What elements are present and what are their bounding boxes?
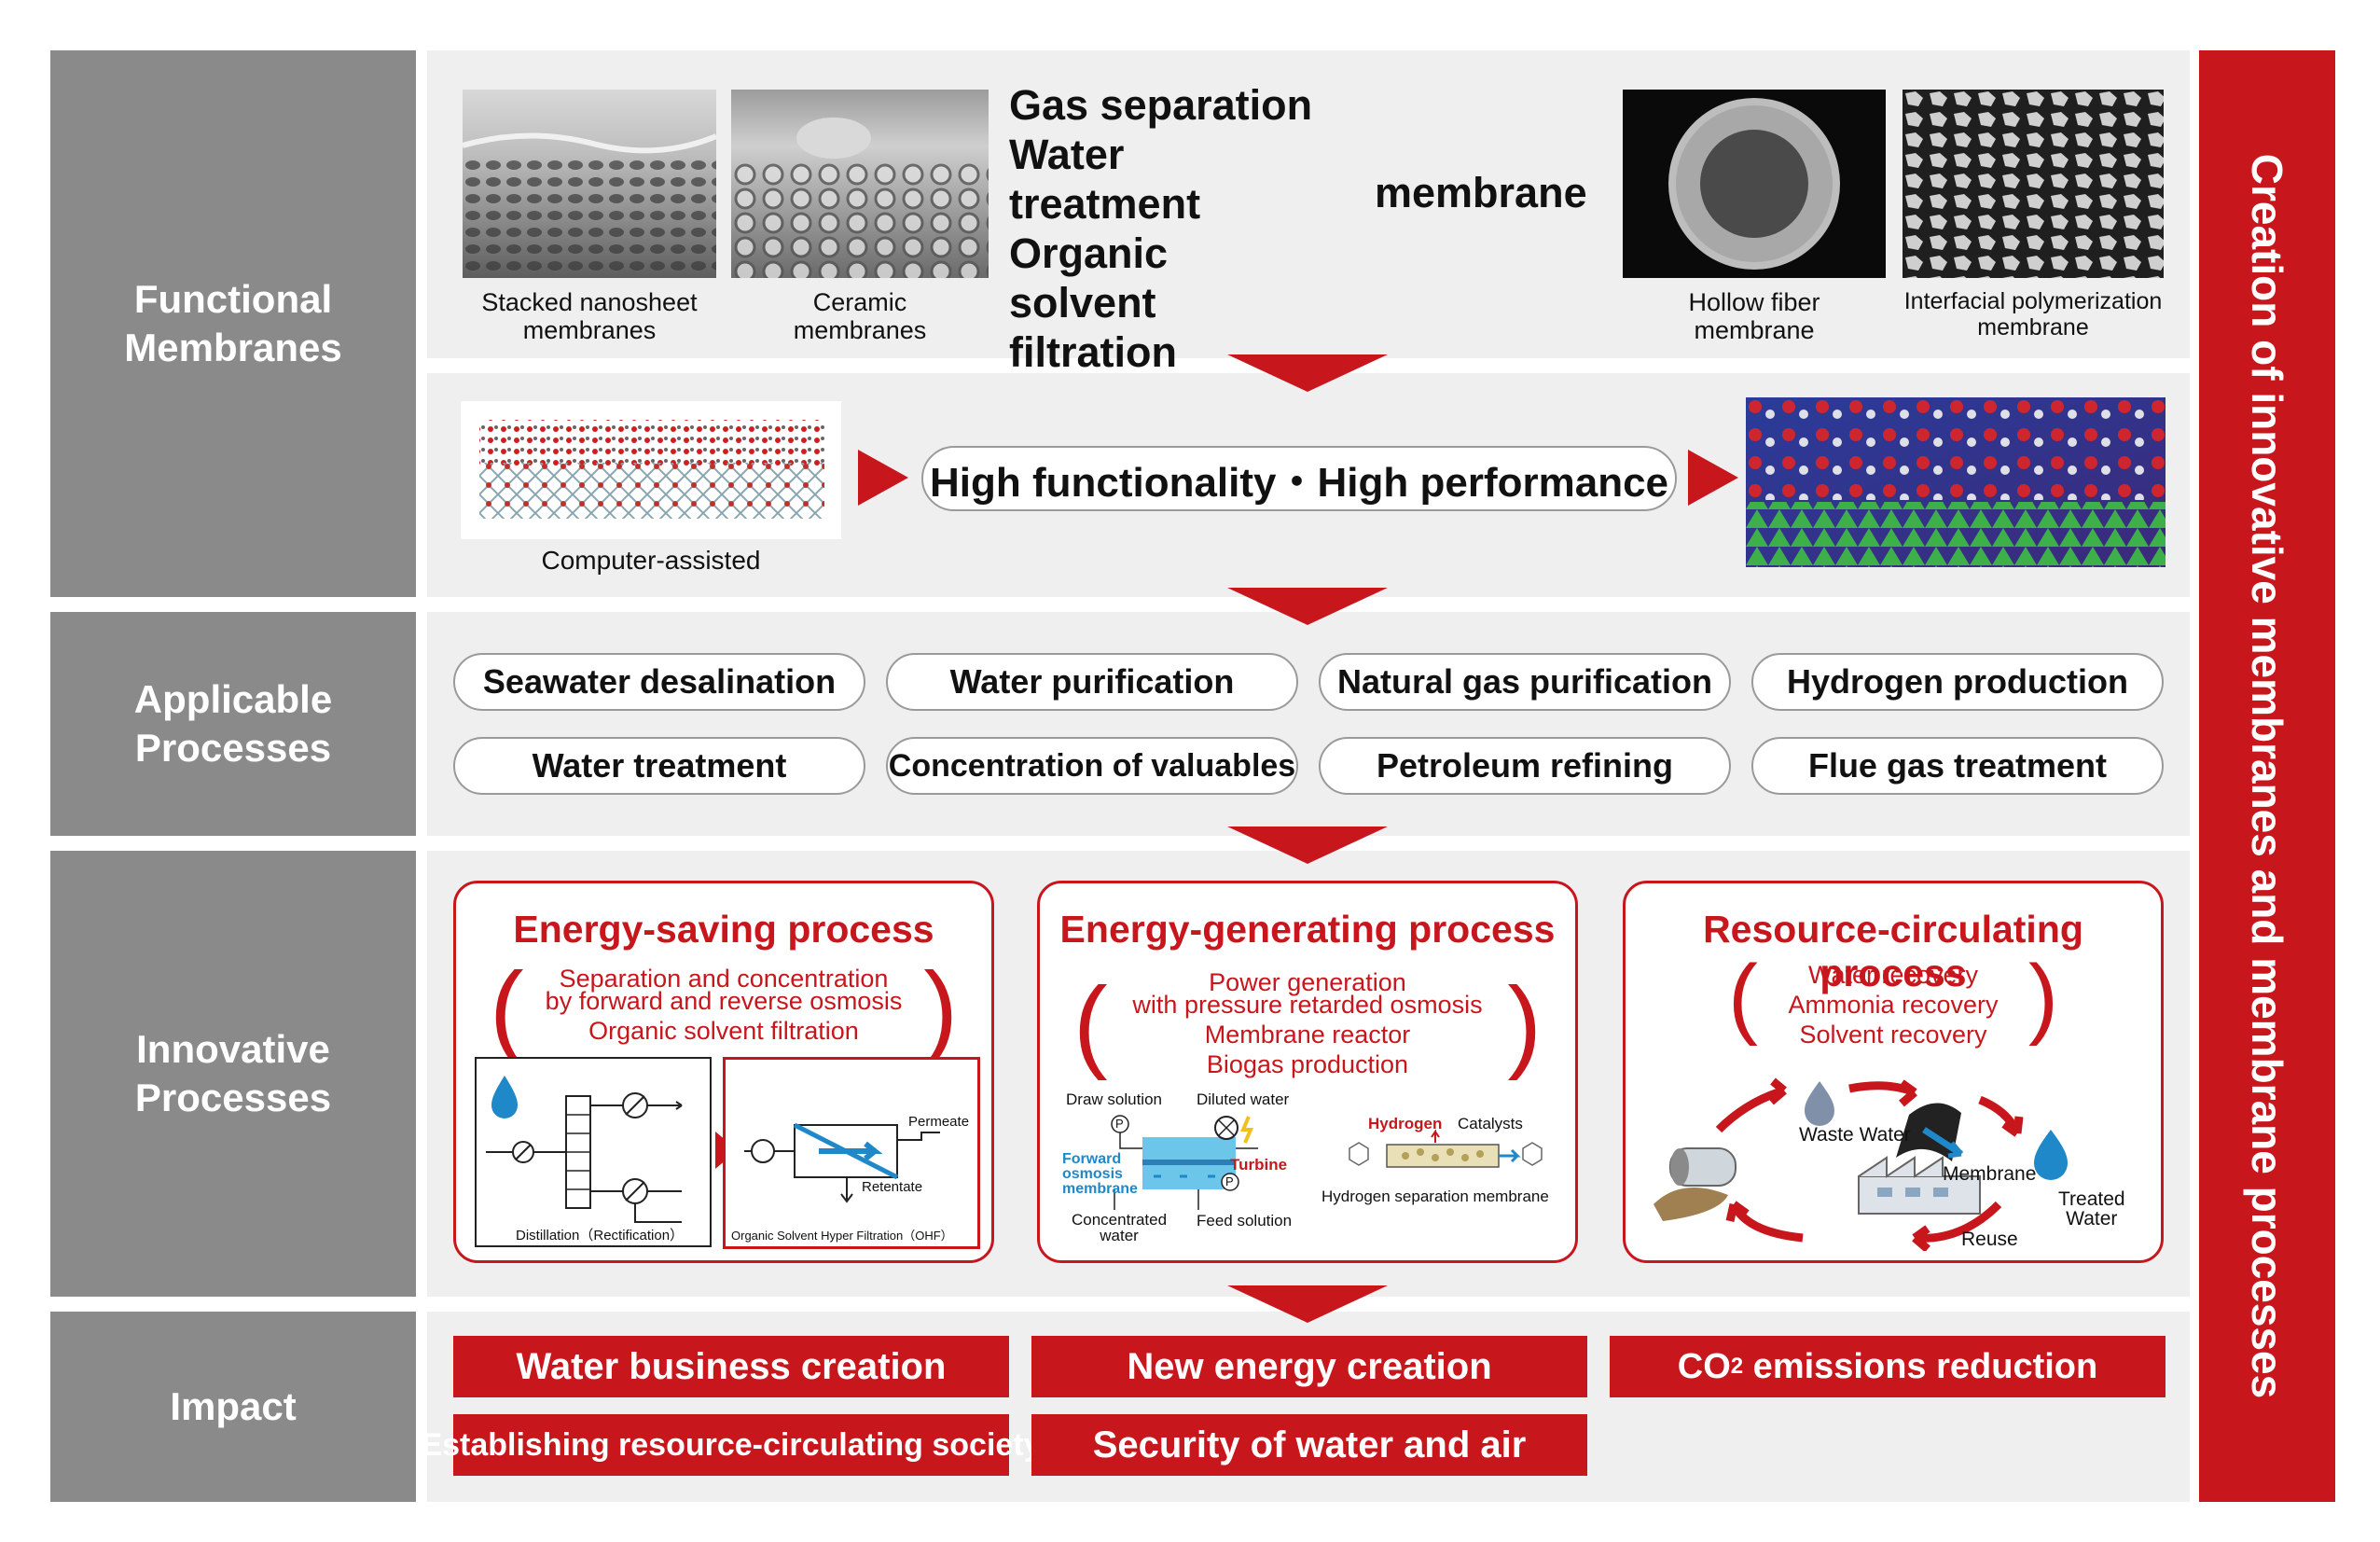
photo-hollow-fiber bbox=[1623, 90, 1886, 278]
label-turbine: Turbine bbox=[1230, 1156, 1288, 1174]
row-label-innovative-processes: Innovative Processes bbox=[50, 851, 416, 1297]
co2-subscript: 2 bbox=[1730, 1354, 1744, 1379]
membrane-word: membrane bbox=[1375, 169, 1587, 216]
box-energy-generating: Energy-generating process ( ) Power gene… bbox=[1037, 881, 1578, 1263]
arrow-down-1 bbox=[1227, 354, 1388, 392]
arrow-down-2 bbox=[1227, 588, 1388, 625]
pill-seawater-desalination: Seawater desalination bbox=[453, 653, 865, 711]
photo-interfacial-polymerization bbox=[1903, 90, 2164, 278]
label-hydrogen: Hydrogen bbox=[1368, 1115, 1443, 1132]
label-hydrogen-separation-membrane: Hydrogen separation membrane bbox=[1321, 1188, 1549, 1205]
pro-diagram bbox=[1111, 1115, 1258, 1210]
label-ohf: Organic Solvent Hyper Filtration（OHF） bbox=[731, 1229, 953, 1243]
generating-line-3: Membrane reactor bbox=[1204, 1021, 1411, 1049]
distillation-diagram: Distillation（Rectification） bbox=[475, 1057, 712, 1247]
saving-line-3: Organic solvent filtration bbox=[588, 1017, 859, 1045]
generating-line-1: Power generation bbox=[1209, 968, 1406, 996]
saving-line-2: by forward and reverse osmosis bbox=[545, 987, 903, 1015]
label-treated-water: Treated Water bbox=[2058, 1188, 2125, 1229]
caption-stacked-nanosheet: Stacked nanosheet membranes bbox=[481, 288, 698, 344]
image-molecular-visualization bbox=[1746, 397, 2166, 567]
row-label-applicable-processes: Applicable Processes bbox=[50, 612, 416, 836]
paren-left: ( bbox=[490, 952, 524, 1066]
title-resource-circulating: Resource-circulating process bbox=[1703, 908, 2083, 994]
arrow-right-2 bbox=[1688, 450, 1738, 506]
arrow-down-3 bbox=[1227, 827, 1388, 864]
paren-right: ) bbox=[923, 952, 958, 1066]
photo-ceramic bbox=[731, 90, 989, 278]
caption-interfacial-polymerization: Interfacial polymerization membrane bbox=[1903, 288, 2163, 340]
photo-stacked-nanosheet bbox=[463, 90, 716, 278]
row-label-functional-membranes: Functional Membranes bbox=[50, 50, 416, 597]
pill-flue-gas-treatment: Flue gas treatment bbox=[1751, 737, 2164, 795]
paren-left: ( bbox=[1073, 966, 1108, 1081]
circulating-line-1: Water recovery bbox=[1807, 961, 1979, 989]
label-distillation: Distillation（Rectification） bbox=[516, 1228, 685, 1243]
label-forward-osmosis: Forward osmosis membrane bbox=[1062, 1151, 1138, 1197]
panel-membrane-types bbox=[427, 50, 2190, 358]
caption-hollow-fiber: Hollow fiber membrane bbox=[1688, 288, 1820, 344]
pill-high-performance: High functionality・High performance bbox=[921, 446, 1677, 511]
label-feed-solution: Feed solution bbox=[1197, 1212, 1293, 1229]
label-reuse: Reuse bbox=[1961, 1229, 2018, 1250]
pill-hydrogen-production: Hydrogen production bbox=[1751, 653, 2164, 711]
pill-natural-gas-purification: Natural gas purification bbox=[1319, 653, 1731, 711]
membrane-reactor-diagram bbox=[1349, 1130, 1543, 1168]
circulating-line-3: Solvent recovery bbox=[1799, 1021, 1987, 1049]
impact-water-business: Water business creation bbox=[453, 1336, 1009, 1397]
label-permeate: Permeate bbox=[908, 1114, 970, 1130]
panel-applicable bbox=[427, 612, 2190, 836]
caption-computer-assisted: Computer-assisted bbox=[541, 546, 761, 575]
label-retentate: Retentate bbox=[862, 1179, 923, 1195]
generating-line-4: Biogas production bbox=[1206, 1050, 1409, 1078]
arrow-down-4 bbox=[1227, 1285, 1388, 1323]
pill-petroleum-refining: Petroleum refining bbox=[1319, 737, 1731, 795]
vertical-title-bar bbox=[2199, 50, 2335, 1502]
label-membrane: Membrane bbox=[1943, 1163, 2037, 1185]
generating-line-2: with pressure retarded osmosis bbox=[1132, 991, 1483, 1019]
label-catalysts: Catalysts bbox=[1458, 1115, 1523, 1132]
arrow-right-1 bbox=[858, 450, 908, 506]
box-energy-saving: Energy-saving process ( ) Separation and… bbox=[453, 881, 994, 1263]
caption-ceramic: Ceramic membranes bbox=[793, 288, 927, 344]
title-energy-generating: Energy-generating process bbox=[1059, 908, 1556, 951]
image-computer-simulation bbox=[461, 401, 841, 539]
label-pump-2: P bbox=[1225, 1174, 1234, 1188]
ohf-diagram: Permeate Retentate Organic Solvent Hyper… bbox=[723, 1057, 980, 1249]
row-label-impact: Impact bbox=[50, 1312, 416, 1502]
pill-concentration-of-valuables: Concentration of valuables bbox=[886, 737, 1298, 795]
label-draw-solution: Draw solution bbox=[1066, 1091, 1162, 1108]
impact-security: Security of water and air bbox=[1031, 1414, 1587, 1476]
saving-line-1: Separation and concentration bbox=[559, 965, 889, 993]
label-waste-water: Waste Water bbox=[1799, 1124, 1911, 1146]
title-energy-saving: Energy-saving process bbox=[513, 908, 934, 951]
co2-prefix: CO bbox=[1677, 1346, 1731, 1386]
membrane-uses-text: Gas separation Water treatment Organic s… bbox=[1009, 81, 1313, 377]
pill-water-purification: Water purification bbox=[886, 653, 1298, 711]
co2-suffix: emissions reduction bbox=[1743, 1346, 2098, 1386]
paren-right: ) bbox=[1507, 966, 1542, 1081]
label-pump-1: P bbox=[1115, 1117, 1124, 1131]
pill-water-treatment: Water treatment bbox=[453, 737, 865, 795]
label-concentrated-water: Concentrated water bbox=[1072, 1211, 1168, 1244]
box-resource-circulating: Resource-circulating process ( ) Water r… bbox=[1623, 881, 2164, 1263]
recycling-cycle-diagram bbox=[1654, 1077, 2068, 1251]
impact-resource-society: Establishing resource-circulating societ… bbox=[421, 1414, 1042, 1476]
vertical-title: Creation of innovative membranes and mem… bbox=[2243, 153, 2291, 1399]
circulating-line-2: Ammonia recovery bbox=[1788, 991, 1999, 1019]
label-diluted-water: Diluted water bbox=[1197, 1091, 1290, 1108]
paren-left: ( bbox=[1728, 947, 1758, 1047]
paren-right: ) bbox=[2028, 947, 2058, 1047]
impact-new-energy: New energy creation bbox=[1031, 1336, 1587, 1397]
